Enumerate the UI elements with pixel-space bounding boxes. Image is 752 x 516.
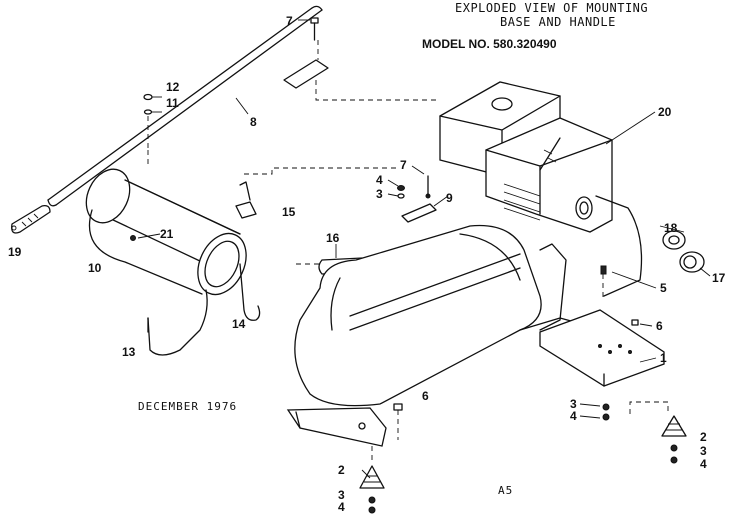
callout-18: 18: [664, 221, 678, 235]
leader-lines: [137, 19, 711, 479]
bolt-7-top: [310, 17, 319, 41]
hook-14: [239, 263, 261, 321]
cylinder-tank: [85, 168, 247, 296]
bolt-6: [393, 319, 639, 440]
callout-11: 11: [166, 96, 179, 110]
callout-6-lower: 6: [422, 389, 429, 403]
blower-housing: [294, 224, 613, 407]
fitting-18: [662, 230, 686, 250]
title-line-2: BASE AND HANDLE: [500, 15, 616, 29]
screw-11-12: [143, 93, 153, 150]
callout-14: 14: [232, 317, 246, 331]
callout-3-mid: 3: [570, 397, 577, 411]
callout-16: 16: [326, 231, 340, 245]
page-code: A5: [498, 484, 513, 497]
callout-19: 19: [8, 245, 22, 259]
callout-4-upper: 4: [376, 173, 383, 187]
callout-3-upper: 3: [376, 187, 383, 201]
skid-plate: [286, 407, 387, 447]
callout-3-right: 3: [700, 444, 707, 458]
callout-1: 1: [660, 351, 667, 365]
title-line-1: EXPLODED VIEW OF MOUNTING: [455, 1, 648, 15]
engine: [439, 81, 643, 297]
date-note: DECEMBER 1976: [138, 400, 237, 413]
callout-7-top: 7: [286, 14, 293, 28]
callout-17: 17: [712, 271, 726, 285]
nut-3-4-mid: [602, 403, 610, 421]
callout-4-mid: 4: [570, 409, 577, 423]
callout-4-bottom: 4: [338, 500, 345, 514]
callout-13: 13: [122, 345, 136, 359]
callout-21: 21: [160, 227, 174, 241]
callout-3-bottom: 3: [338, 488, 345, 502]
callout-15: 15: [282, 205, 296, 219]
callout-2-bottom: 2: [338, 463, 345, 477]
wire-loop-13: [147, 289, 208, 356]
spring-mount-right: [629, 401, 687, 464]
callout-2-right: 2: [700, 430, 707, 444]
spring-mount-bottom: [359, 446, 385, 514]
handle-rod: [47, 5, 323, 207]
callout-9: 9: [446, 191, 453, 205]
base-plate: [539, 309, 665, 387]
callout-labels: 7 20 12 11 8 21 10 19 15 7 4 3 9 16 18 1…: [8, 14, 726, 514]
callout-20: 20: [658, 105, 672, 119]
model-number: MODEL NO. 580.320490: [422, 37, 557, 51]
handle-bracket: [283, 59, 329, 89]
fitting-17: [679, 251, 705, 273]
callout-6-right: 6: [656, 319, 663, 333]
nut-3-4-upper: [397, 185, 405, 199]
callout-10: 10: [88, 261, 102, 275]
callout-8: 8: [250, 115, 257, 129]
bracket-9: [401, 175, 437, 223]
bolt-5: [600, 265, 607, 300]
bracket-15: [235, 181, 257, 219]
callout-5: 5: [660, 281, 667, 295]
callout-4-right: 4: [700, 457, 707, 471]
handle-grip: [11, 204, 51, 234]
callout-12: 12: [166, 80, 180, 94]
callout-7-mid: 7: [400, 158, 407, 172]
